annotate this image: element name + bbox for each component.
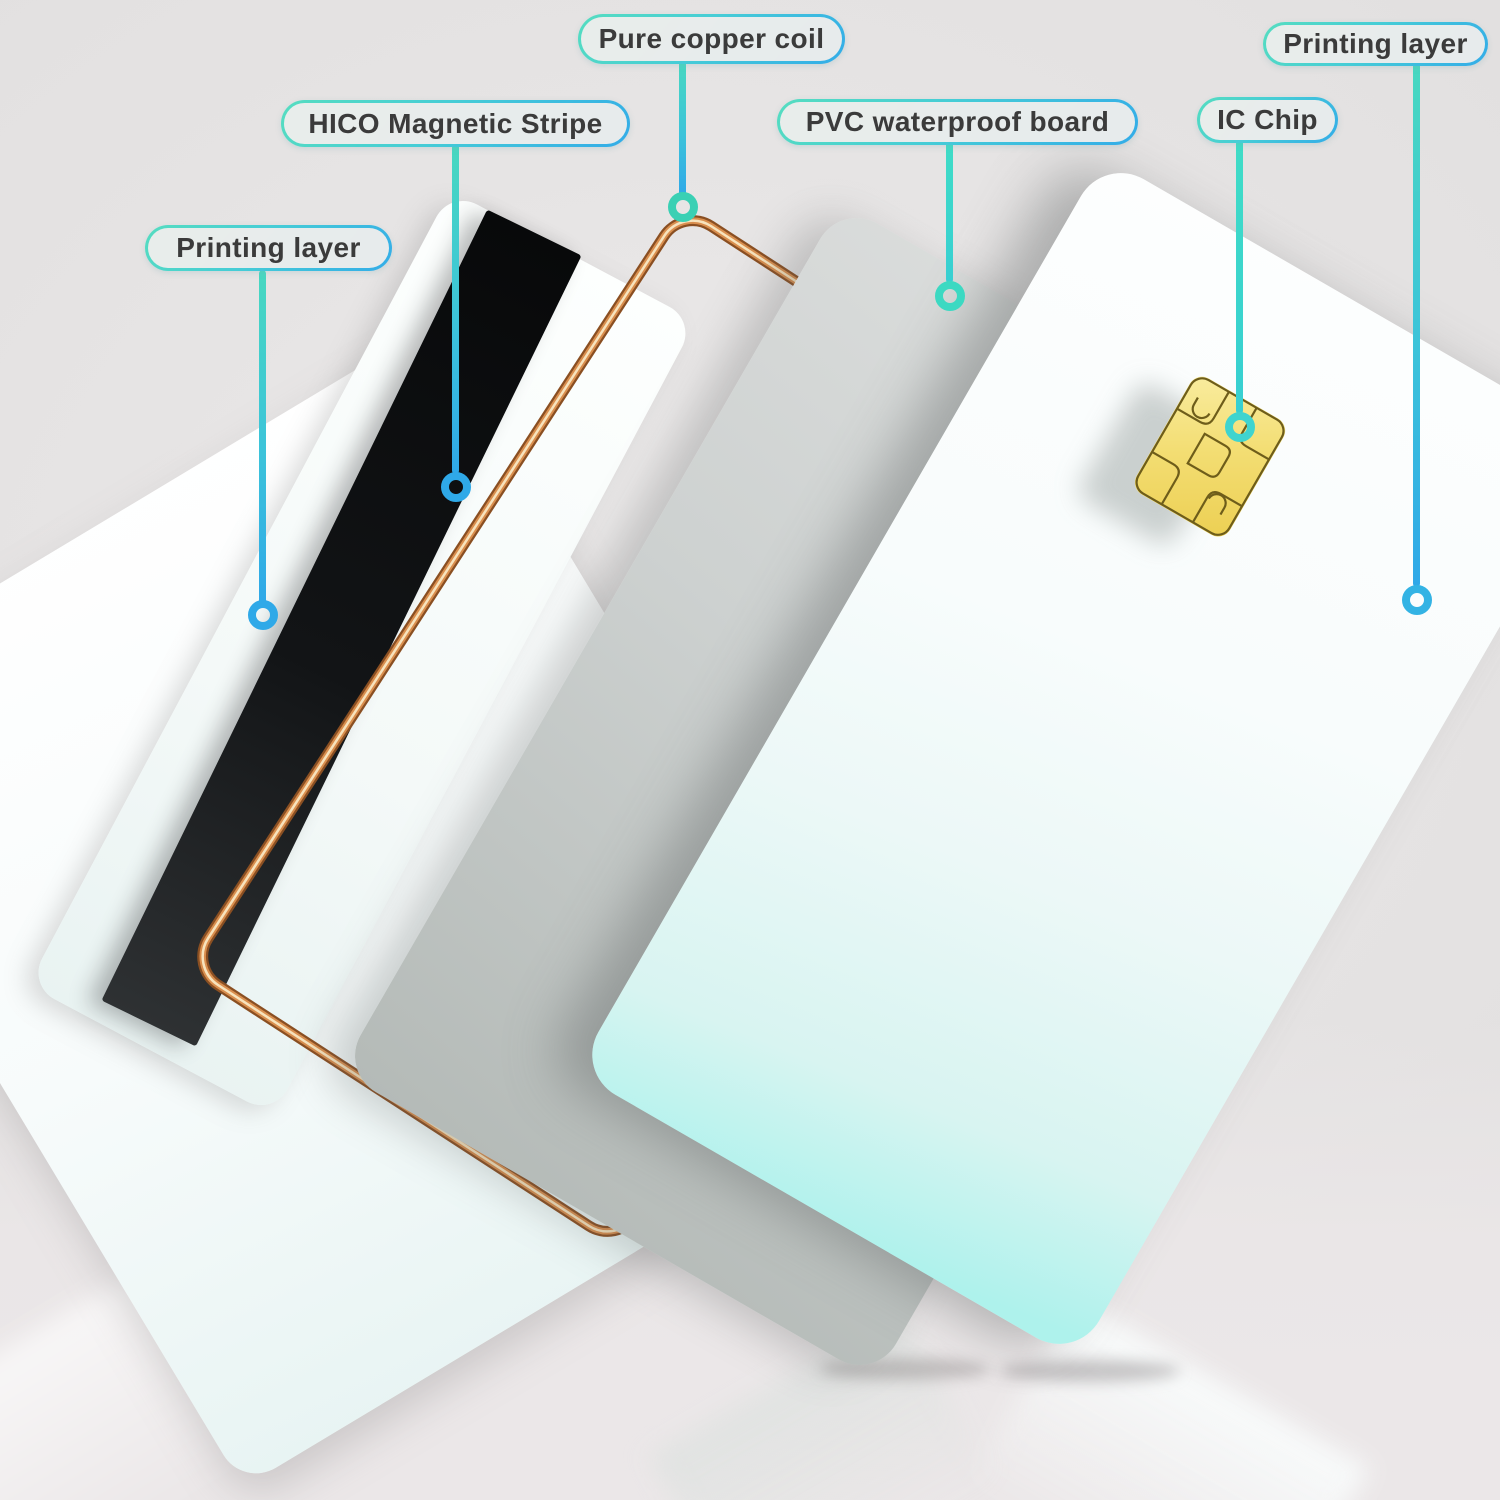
ic-chip: [1129, 371, 1291, 542]
callout-ic-chip: IC Chip: [1197, 97, 1338, 143]
ic-chip-contacts: [1135, 377, 1285, 536]
callout-pvc-waterproof-board: PVC waterproof board: [777, 99, 1138, 145]
leader-line-printing-layer-left: [259, 270, 266, 604]
callout-label: HICO Magnetic Stripe: [308, 107, 603, 139]
marker-printing-layer-left: [248, 600, 278, 630]
callout-label: PVC waterproof board: [805, 106, 1110, 137]
leader-line-printing-layer-right: [1413, 63, 1420, 587]
leader-line-copper-coil: [679, 61, 686, 196]
marker-copper-coil: [668, 192, 698, 222]
marker-ic-chip: [1225, 412, 1255, 442]
marker-pvc-board: [935, 281, 965, 311]
callout-label: Printing layer: [176, 232, 361, 263]
callout-pure-copper-coil: Pure copper coil: [578, 14, 845, 64]
marker-hico-stripe: [441, 472, 471, 502]
callout-label: IC Chip: [1217, 104, 1318, 135]
contact-shadow-card: [1000, 1360, 1180, 1382]
callout-printing-layer-right: Printing layer: [1263, 22, 1488, 66]
callout-label: Printing layer: [1283, 28, 1468, 59]
leader-line-hico-stripe: [452, 144, 459, 474]
callout-label: Pure copper coil: [598, 23, 825, 54]
callout-printing-layer-left: Printing layer: [145, 225, 392, 271]
callout-hico-magnetic-stripe: HICO Magnetic Stripe: [281, 100, 630, 147]
leader-line-ic-chip: [1236, 140, 1243, 414]
marker-printing-layer-right: [1402, 585, 1432, 615]
leader-line-pvc-board: [946, 141, 953, 283]
